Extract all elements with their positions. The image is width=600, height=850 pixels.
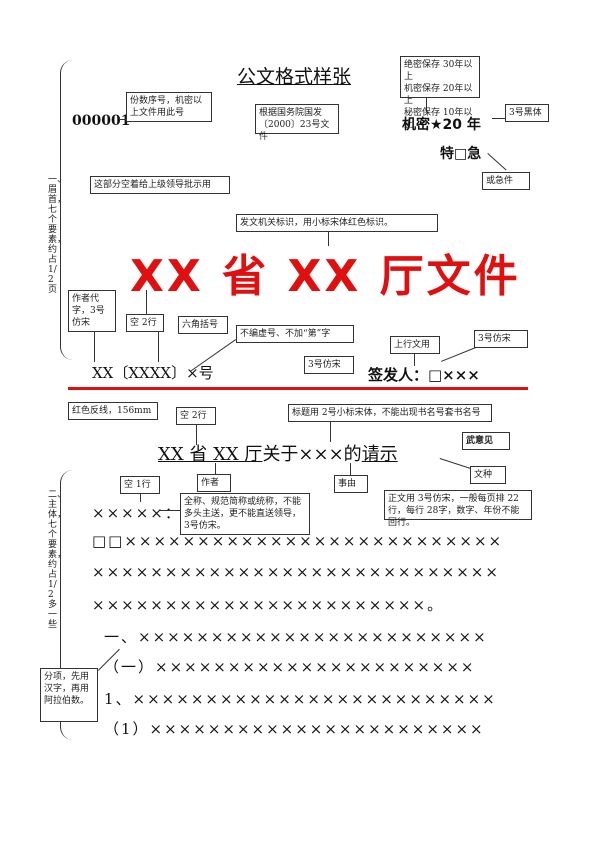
author-code-note: 作者代字，3号仿宋 — [68, 290, 116, 332]
outline-level-2: （一）×××××××××××××××××××××× — [104, 658, 476, 676]
secret-periods-note: 绝密保存 30年以上 机密保存 20年以上 秘密保存 10年以上 — [400, 56, 480, 130]
blank2-b-connector — [196, 425, 197, 445]
recipient: ×××××： — [92, 504, 182, 522]
main-title-matter: 关于×××的 — [262, 444, 362, 465]
matter-connector — [350, 463, 351, 475]
body-line-2: ×××××××××××××××××××××××××××× — [92, 563, 500, 581]
serial-connector — [119, 119, 127, 120]
document-title: 公文格式样张 — [237, 66, 352, 88]
title-connector — [330, 422, 331, 442]
title-note: 标题用 2号小标宋体，不能出现书名号套书名号 — [288, 404, 492, 422]
author-connector — [215, 463, 216, 475]
outline-level-1: 一、×××××××××××××××××××××××× — [104, 628, 488, 646]
main-title-genre: 请示 — [361, 444, 398, 465]
fangsong-note-a: 3号仿宋 — [304, 356, 354, 374]
signer: 签发人：□××× — [368, 366, 480, 384]
secret-period-3: 秘密保存 10年以上 — [404, 108, 473, 130]
blank2-note-a: 空 2行 — [126, 314, 164, 332]
main-title-author: XX 省 XX 厅 — [158, 444, 263, 465]
urgent-note: 或急件 — [482, 172, 530, 190]
blank-note: 这部分空着给上级领导批示用 — [90, 176, 230, 194]
body-note: 正文用 3号仿宋，一般每页排 22行，每行 28字，数字、年份不能回行。 — [384, 490, 532, 528]
issuer-connector — [328, 232, 329, 246]
issuer-note: 发文机关标识，用小标宋体红色标识。 — [236, 214, 438, 232]
hex-bracket-note: 六角括号 — [178, 316, 228, 334]
fullname-note: 全称、规范简称或统称，不能多头主送，更不能直送领导，3号仿宋。 — [180, 493, 310, 535]
secret-level: 机密★20 年 — [402, 117, 481, 133]
upward-note: 上行文用 — [390, 336, 440, 354]
secret-connector — [426, 98, 427, 112]
numbering-note: 分项，先用汉字，再用阿拉伯数。 — [40, 668, 98, 722]
body-brace — [60, 470, 73, 740]
fangsong-note-b: 3号仿宋 — [474, 330, 528, 348]
heiti-note: 3号黑体 — [505, 104, 549, 122]
red-separator-line — [68, 387, 528, 390]
fangsong-b-connector — [441, 346, 477, 362]
serial-note: 份数序号，机密以上文件用此号 — [126, 92, 212, 122]
basis-note: 根据国务院国发〔2000〕23号文件 — [255, 104, 339, 142]
outline-level-4: （1）××××××××××××××××××××××× — [104, 720, 485, 738]
blank1-connector — [140, 494, 141, 502]
secret-period-1: 绝密保存 30年以上 — [404, 60, 473, 82]
author-label: 作者 — [197, 474, 231, 492]
red-line-note: 红色反线，156mm — [68, 402, 158, 420]
heiti-connector — [492, 118, 506, 119]
secret-period-2: 机密保存 20年以上 — [404, 84, 473, 106]
main-title: XX 省 XX 厅关于×××的请示 — [158, 440, 398, 466]
issuer-title: XX 省 XX 厅文件 — [130, 251, 521, 302]
body-line-3: ×××××××××××××××××××××××。 — [92, 596, 445, 614]
matter-label: 事由 — [334, 475, 368, 493]
blank2-connector-a — [146, 290, 147, 314]
header-side-label: 一、眉首，七个要素，约占1/2页 — [48, 175, 67, 295]
genre-label: 文种 — [470, 466, 506, 484]
outline-level-3: 1、××××××××××××××××××××××××× — [104, 690, 497, 708]
blank2-note-b: 空 2行 — [176, 407, 216, 425]
urgency: 特□急 — [440, 146, 482, 162]
comment-stamp: 武意见 — [462, 432, 510, 450]
serial-number: 000001 — [72, 113, 131, 129]
author-code-connector — [94, 332, 95, 362]
no-pad-note: 不编虚号、不加“第”字 — [236, 325, 354, 343]
upward-connector — [414, 354, 415, 366]
body-line-1: □□×××××××××××××××××××××××××× — [92, 532, 504, 550]
header-brace — [60, 60, 73, 360]
blank1-note: 空 1行 — [120, 476, 160, 494]
document-number: XX〔XXXX〕×号 — [92, 364, 214, 382]
hex-bracket-connector — [158, 332, 159, 362]
genre-connector — [439, 458, 471, 469]
fullname-connector — [160, 510, 180, 511]
urgent-connector — [487, 153, 507, 171]
body-side-label: 二、主体，七个要素，约占1/2多一些 — [48, 490, 67, 630]
